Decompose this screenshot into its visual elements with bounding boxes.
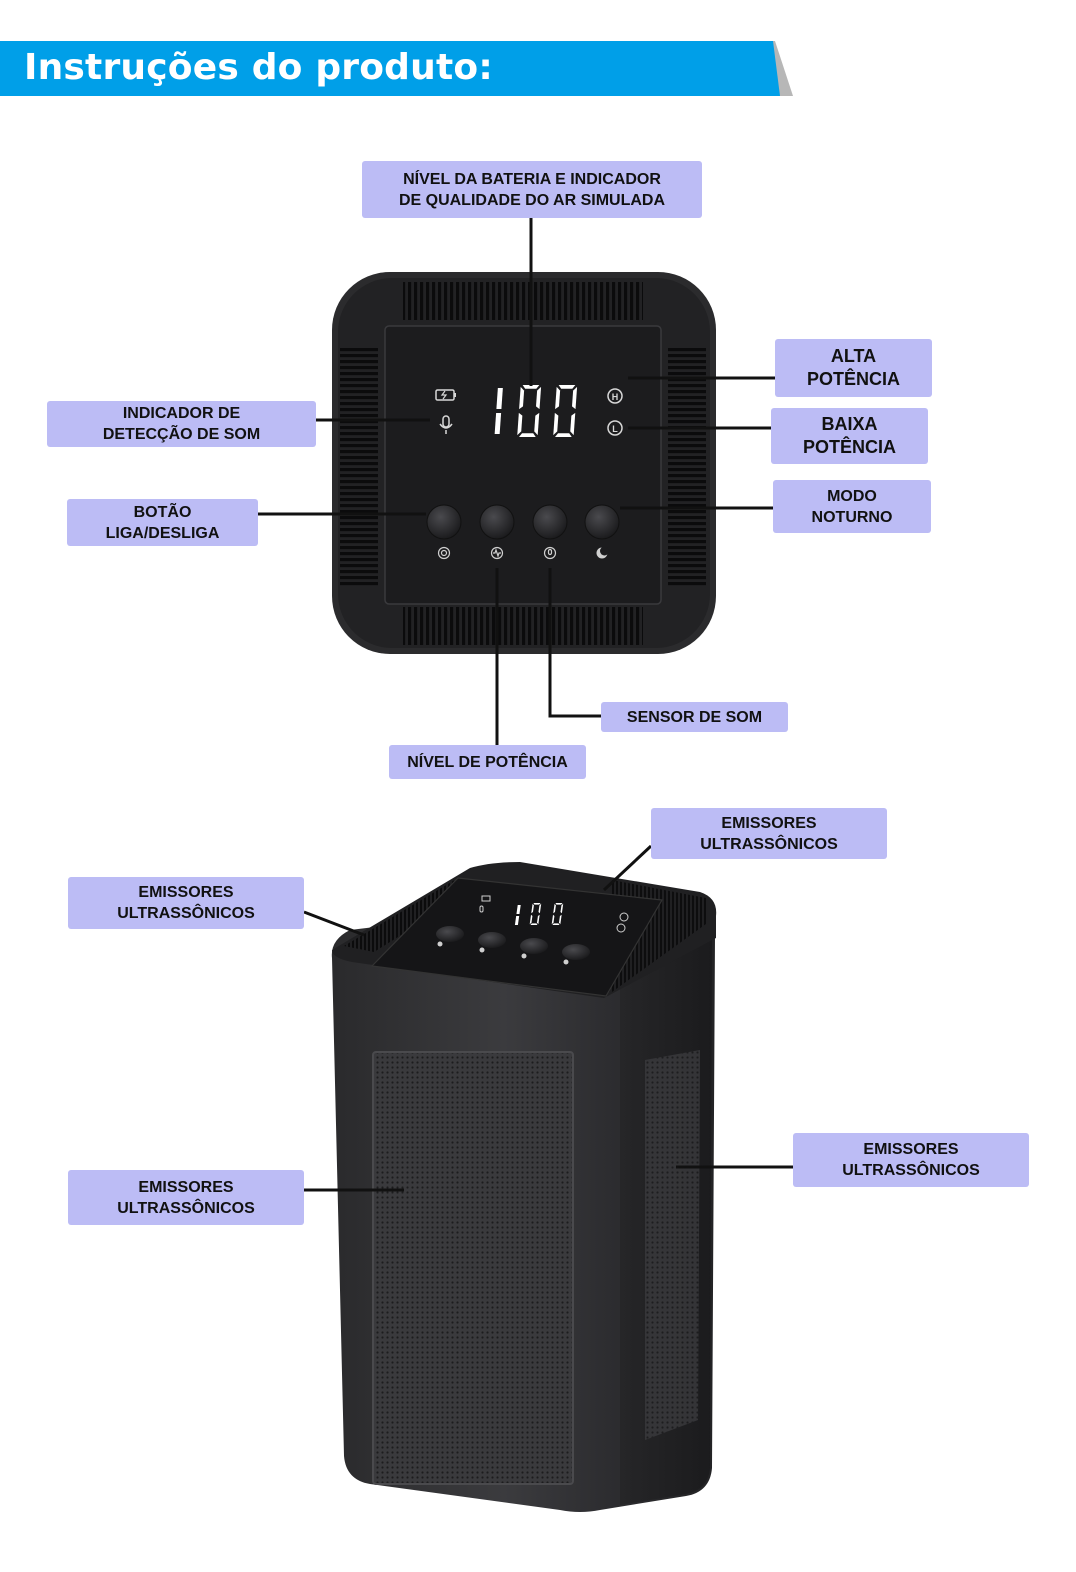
moon-icon (596, 546, 609, 559)
right-vent-grille (668, 348, 706, 588)
night-mode-button[interactable] (584, 504, 620, 540)
callout-power-button: BOTÃO LIGA/DESLIGA (67, 499, 258, 546)
battery-icon (435, 389, 456, 401)
tower-night-mode-button[interactable] (562, 944, 590, 960)
callout-sound-sensor: SENSOR DE SOM (601, 702, 788, 732)
tower-sound-sensor-button[interactable] (520, 938, 548, 954)
pulse-icon (490, 546, 504, 560)
power-button[interactable] (426, 504, 462, 540)
callout-sound-detection: INDICADOR DE DETECÇÃO DE SOM (47, 401, 316, 447)
callout-power-level: NÍVEL DE POTÊNCIA (389, 745, 586, 779)
callout-emitters-top-left: EMISSORES ULTRASSÔNICOS (68, 877, 304, 929)
callout-emitters-top-right: EMISSORES ULTRASSÔNICOS (651, 808, 887, 859)
tower-power-level-button[interactable] (478, 932, 506, 948)
side-mesh-emitter (645, 1050, 700, 1440)
tower-display-digits (514, 903, 564, 925)
leader-lines-top (258, 218, 775, 745)
callout-night-mode: MODO NOTURNO (773, 480, 931, 533)
sound-sensor-button[interactable] (532, 504, 568, 540)
control-panel (384, 325, 662, 605)
bottom-vent-grille (403, 607, 643, 645)
tower-device (331, 862, 717, 1512)
title-banner (0, 41, 780, 96)
front-mesh-emitter (372, 1051, 574, 1485)
h-circle-icon: H (607, 388, 623, 404)
callout-emitters-front: EMISSORES ULTRASSÔNICOS (68, 1170, 304, 1225)
page-title: Instruções do produto: (24, 47, 493, 88)
callout-emitters-side: EMISSORES ULTRASSÔNICOS (793, 1133, 1029, 1187)
top-view-device: H L (332, 272, 716, 654)
display-digits (494, 385, 578, 437)
top-vent-grille (403, 282, 643, 320)
svg-text:H: H (612, 392, 619, 402)
callout-high-power: ALTA POTÊNCIA (775, 339, 932, 397)
l-circle-icon: L (607, 420, 623, 436)
tower-power-button[interactable] (436, 926, 464, 942)
power-level-button[interactable] (479, 504, 515, 540)
left-vent-grille (340, 348, 378, 588)
callout-battery-air-quality: NÍVEL DA BATERIA E INDICADOR DE QUALIDAD… (362, 161, 702, 218)
leader-lines-tower (303, 844, 793, 1192)
microphone-circle-icon (543, 546, 557, 560)
svg-text:L: L (612, 424, 618, 434)
callout-low-power: BAIXA POTÊNCIA (771, 408, 928, 464)
microphone-icon (439, 415, 453, 434)
power-icon (437, 546, 451, 560)
